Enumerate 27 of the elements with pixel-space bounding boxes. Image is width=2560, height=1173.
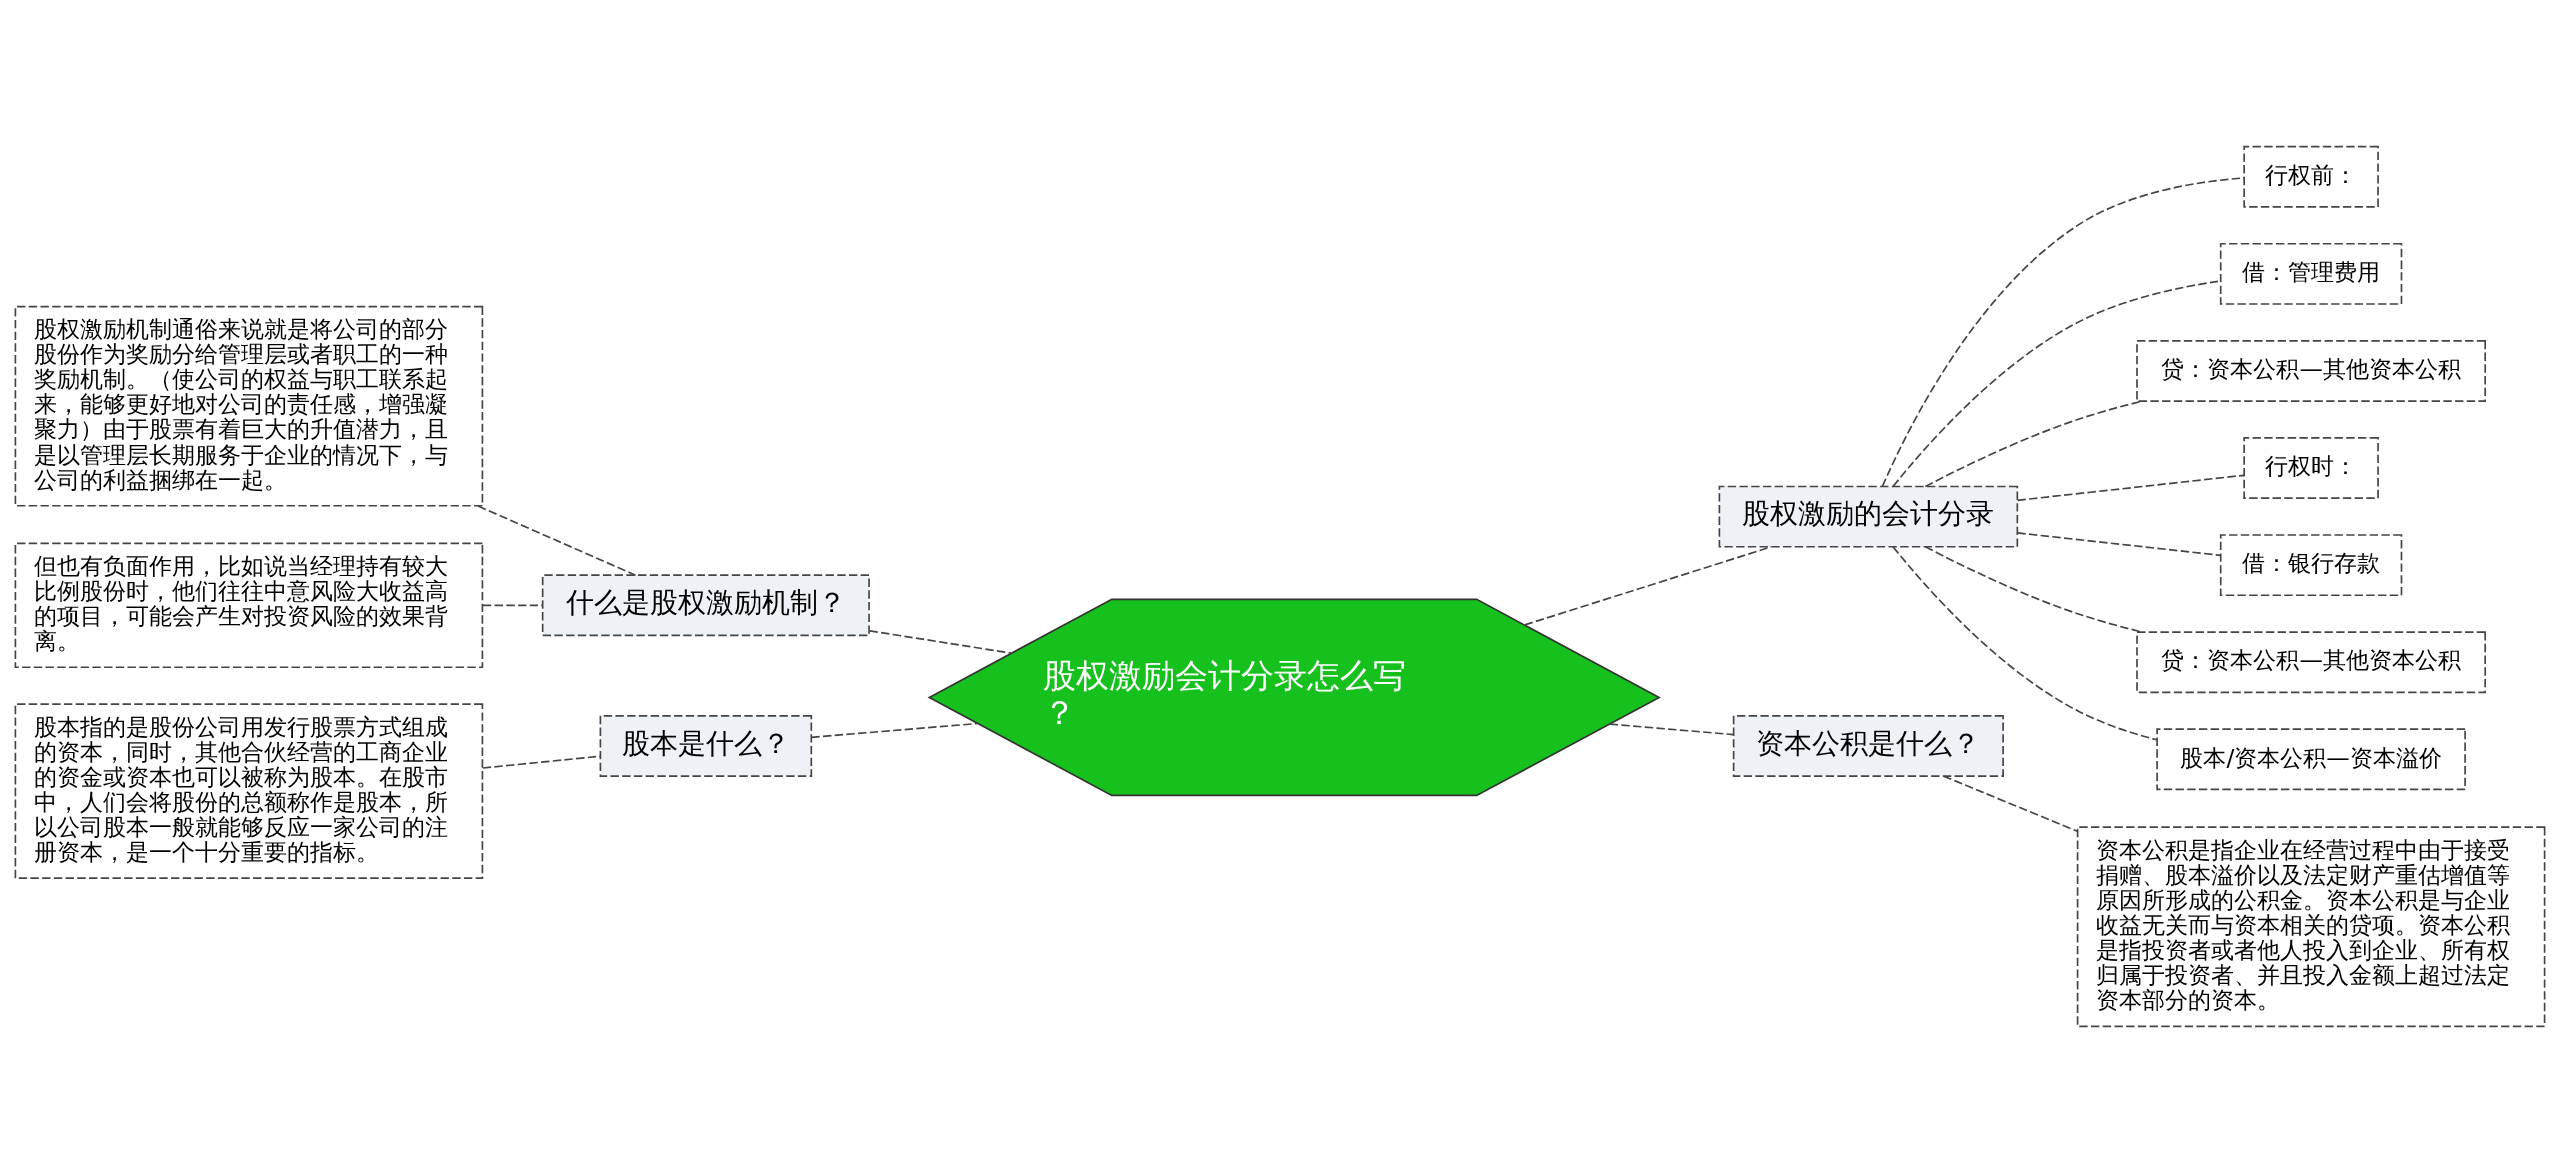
node-box: 股权激励机制通俗来说就是将公司的部分股份作为奖励分给管理层或者职工的一种奖励机制。（使公司的权益与职工联系起来，能够更好地对公司的责任感，增强凝聚力）由于股票有着巨大的升值潜力，且是以管理层长期服务于企业的情况下，与公司的利益捆绑在一起。	[14, 305, 484, 507]
connector	[1942, 775, 2079, 832]
connector	[1523, 546, 1772, 626]
node-box: 股本是什么？	[599, 714, 813, 777]
connector	[810, 722, 979, 739]
node-box: 但也有负面作用，比如说当经理持有较大比例股份时，他们往往中意风险大收益高的项目，可能会产生对投资风险的效果背离。	[14, 542, 484, 669]
connector	[1881, 177, 2245, 487]
node-box: 借：银行存款	[2219, 534, 2403, 597]
connector	[868, 630, 1012, 654]
node-box: 股本指的是股份公司用发行股票方式组成的资本，同时，其他合伙经营的工商企业的资金或资本也可以被称为股本。在股市中，人们会将股份的总额称作是股本，所以公司股本一般就能够反应一家公司的注册资本，是一个十分重要的指标。	[14, 703, 484, 879]
node-box: 什么是股权激励机制？	[541, 574, 870, 637]
node-box: 行权前：	[2243, 145, 2379, 208]
connector	[2016, 532, 2222, 557]
node-box: 贷：资本公积—其他资本公积	[2136, 340, 2486, 402]
node-box: 贷：资本公积—其他资本公积	[2136, 631, 2486, 694]
node-box: 借：管理费用	[2219, 242, 2403, 305]
connector	[481, 604, 543, 607]
connector	[1608, 723, 1735, 736]
node-box: 行权时：	[2243, 437, 2379, 500]
node-box: 资本公积是指企业在经营过程中由于接受捐赠、股本溢价以及法定财产重估增值等原因所形成的公积金。资本公积是与企业收益无关而与资本相关的贷项。资本公积是指投资者或者他人投入到企业、所有权归属于投资者、并且投入金额上超过法定资本部分的资本。	[2076, 826, 2546, 1028]
node-box: 资本公积是什么？	[1732, 714, 2004, 777]
connector	[1892, 546, 2158, 741]
connector	[481, 755, 601, 769]
connector	[2016, 474, 2245, 502]
connector	[477, 505, 637, 576]
node-box: 股权激励的会计分录	[1718, 485, 2019, 548]
node-box: 股本/资本公积—资本溢价	[2156, 728, 2466, 791]
